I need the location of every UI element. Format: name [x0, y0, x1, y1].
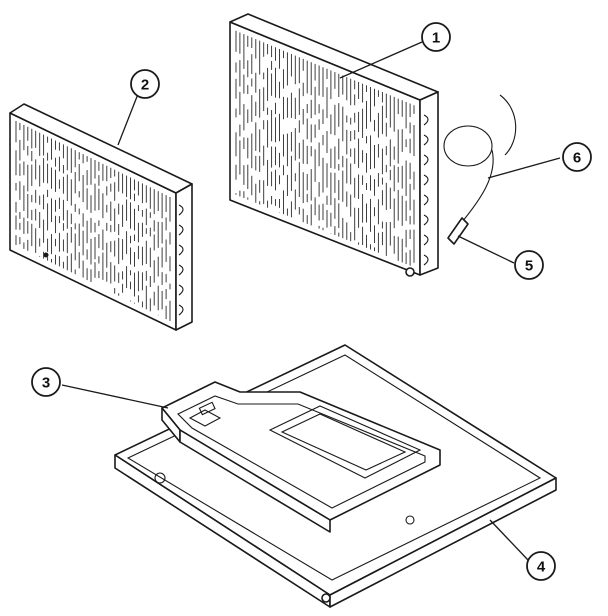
callout-4: 4	[526, 551, 556, 581]
callout-4-label: 4	[537, 559, 546, 576]
callout-6: 6	[562, 142, 592, 172]
callout-5: 5	[514, 250, 544, 280]
capillary-tube	[443, 94, 517, 223]
leader-lines	[61, 41, 561, 561]
callout-3: 3	[31, 367, 61, 397]
inner-tray	[161, 381, 441, 533]
callout-3-label: 3	[42, 375, 50, 392]
callout-6-label: 6	[573, 150, 581, 167]
callout-2-label: 2	[141, 77, 149, 94]
callout-1-label: 1	[432, 30, 440, 47]
sensor-bulb	[447, 217, 469, 245]
callout-1: 1	[421, 22, 451, 52]
callout-2: 2	[130, 69, 160, 99]
coil-large	[229, 13, 439, 277]
coil-small	[9, 103, 193, 331]
callout-5-label: 5	[525, 258, 533, 275]
